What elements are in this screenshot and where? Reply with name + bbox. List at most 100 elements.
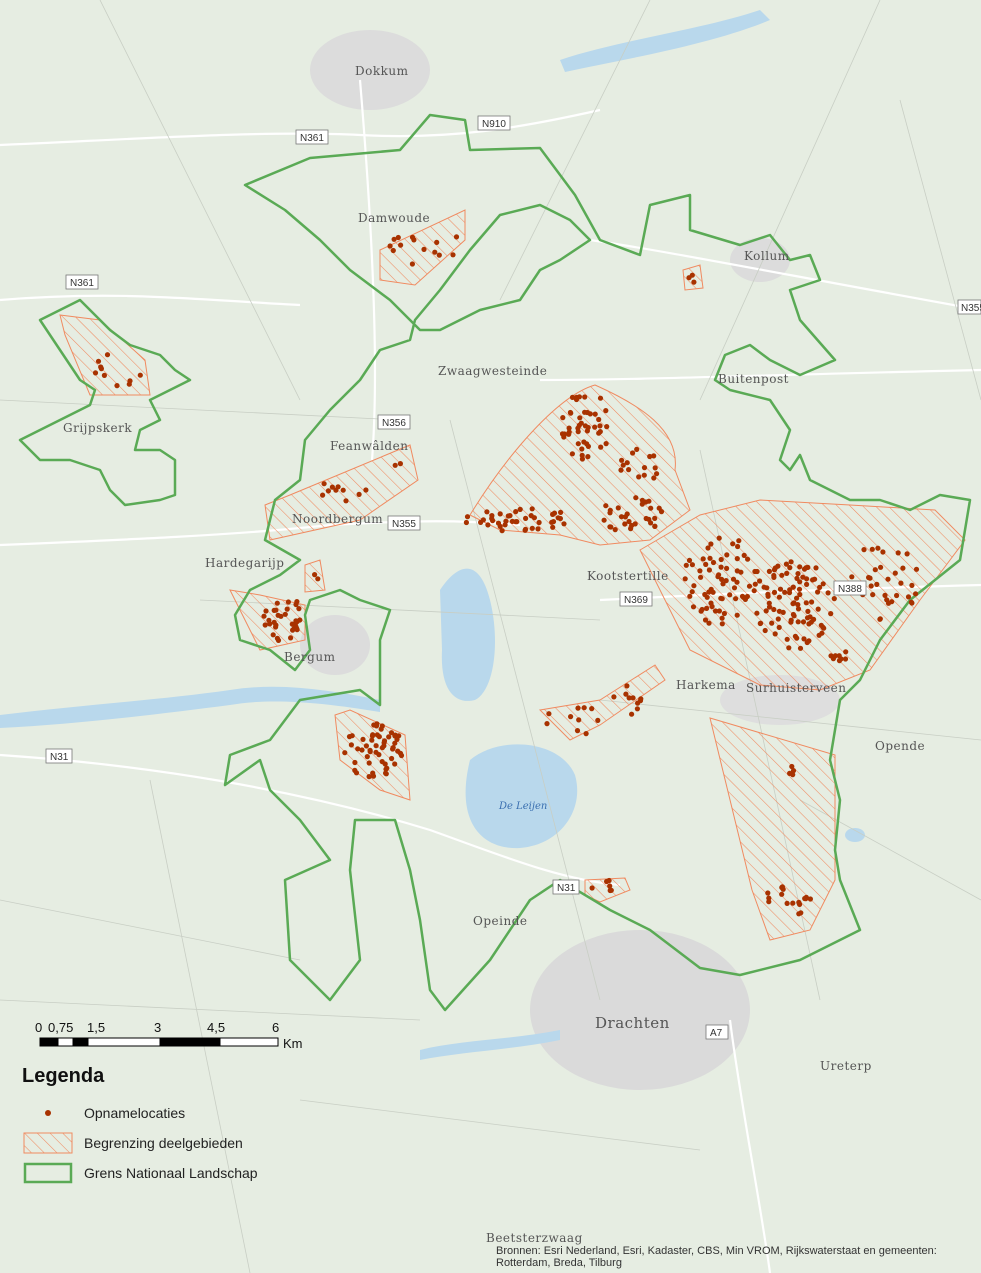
observation-point	[569, 394, 576, 400]
observation-point	[288, 635, 294, 641]
scale-bar: 0 0,75 1,5 3 4,5 6 Km	[35, 1020, 303, 1051]
observation-point	[689, 589, 695, 595]
observation-point	[550, 524, 556, 530]
observation-point	[779, 884, 785, 891]
observation-point	[843, 649, 849, 655]
observation-point	[831, 596, 837, 602]
observation-point	[359, 747, 365, 753]
place-label: Noordbergum	[292, 512, 383, 526]
observation-point	[836, 653, 842, 659]
water-bodies	[0, 10, 865, 1060]
observation-point	[730, 541, 736, 547]
observation-point	[704, 605, 710, 612]
observation-point	[561, 521, 567, 527]
observation-point	[598, 444, 604, 450]
svg-text:N356: N356	[382, 418, 406, 429]
place-label: Surhuisterveen	[746, 681, 847, 695]
observation-point	[630, 450, 636, 456]
observation-point	[391, 236, 397, 242]
place-label: Buitenpost	[718, 372, 789, 386]
observation-point	[320, 492, 326, 498]
observation-point	[325, 488, 331, 494]
observation-point	[285, 599, 291, 605]
svg-text:N361: N361	[300, 133, 324, 144]
observation-point	[369, 733, 375, 739]
observation-point	[712, 608, 719, 614]
observation-point	[374, 721, 380, 727]
observation-point	[296, 606, 302, 612]
observation-points	[92, 234, 920, 917]
observation-point	[550, 519, 557, 525]
observation-point	[355, 746, 361, 752]
observation-point	[615, 505, 621, 511]
observation-point	[909, 582, 915, 589]
observation-point	[352, 767, 358, 774]
observation-point	[794, 635, 800, 641]
observation-point	[877, 616, 883, 622]
observation-point	[790, 900, 796, 906]
place-label: Ureterp	[820, 1059, 872, 1073]
observation-point	[885, 576, 891, 582]
observation-point	[735, 543, 741, 550]
place-label: Damwoude	[358, 211, 430, 225]
observation-point	[293, 601, 299, 608]
observation-point	[485, 522, 491, 528]
observation-point	[284, 606, 290, 612]
road-shield: N910	[477, 115, 511, 131]
observation-point	[905, 594, 912, 600]
observation-point	[604, 424, 610, 430]
observation-point	[618, 467, 624, 473]
road-shield: N388	[833, 580, 867, 596]
observation-point	[275, 612, 281, 618]
observation-point	[389, 755, 395, 762]
observation-point	[820, 581, 826, 587]
observation-point	[392, 740, 398, 746]
observation-point	[771, 567, 778, 573]
observation-point	[870, 592, 876, 598]
svg-text:N369: N369	[624, 595, 648, 606]
observation-point	[719, 621, 725, 627]
observation-point	[463, 519, 469, 526]
observation-point	[507, 513, 513, 519]
observation-point	[702, 617, 709, 623]
observation-point	[340, 487, 346, 493]
observation-point	[576, 394, 583, 400]
observation-point	[775, 563, 781, 569]
observation-point	[104, 352, 111, 358]
observation-point	[868, 583, 874, 589]
observation-point	[561, 431, 568, 437]
observation-point	[576, 422, 582, 428]
svg-text:N355: N355	[392, 519, 416, 530]
observation-point	[360, 736, 366, 743]
observation-point	[828, 611, 834, 617]
observation-point	[261, 613, 267, 619]
observation-point	[369, 737, 375, 743]
observation-point	[450, 252, 456, 258]
observation-point	[790, 584, 796, 590]
observation-point	[698, 574, 704, 580]
observation-point	[783, 561, 790, 567]
scale-label: 4,5	[207, 1020, 225, 1035]
observation-point	[804, 581, 810, 588]
observation-point	[638, 696, 644, 702]
observation-point	[797, 591, 803, 598]
observation-point	[710, 589, 716, 595]
observation-point	[801, 566, 808, 572]
observation-point	[575, 705, 581, 711]
svg-text:N361: N361	[70, 278, 94, 289]
observation-point	[771, 589, 778, 596]
observation-point	[776, 608, 783, 614]
observation-point	[629, 711, 635, 717]
observation-point	[394, 736, 400, 743]
observation-point	[603, 503, 609, 509]
observation-point	[794, 575, 800, 582]
observation-point	[874, 581, 880, 588]
svg-text:N355: N355	[961, 303, 981, 314]
legend-label: Begrenzing deelgebieden	[84, 1135, 243, 1151]
observation-point	[815, 606, 821, 612]
observation-point	[297, 617, 303, 623]
observation-point	[624, 511, 630, 517]
hatch-icon	[22, 1131, 74, 1155]
observation-point	[607, 887, 613, 894]
svg-text:N31: N31	[50, 752, 69, 763]
